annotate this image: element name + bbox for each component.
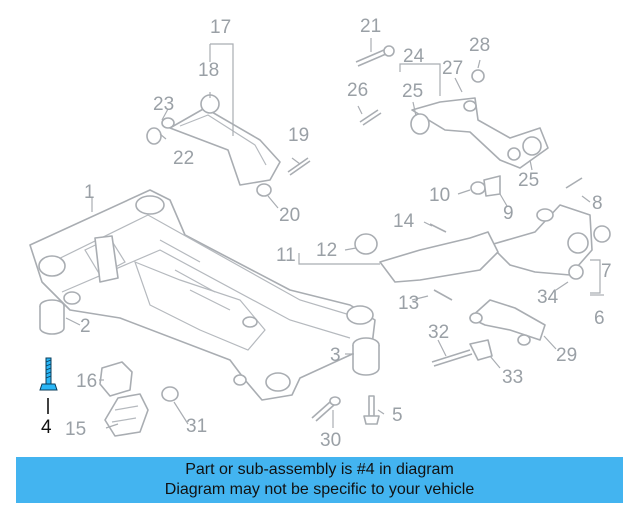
callout-2: 2 bbox=[80, 316, 91, 337]
callout-8: 8 bbox=[592, 193, 603, 214]
callout-24: 24 bbox=[403, 46, 425, 67]
bracket-15-drawing bbox=[104, 393, 149, 437]
bushing-3-drawing bbox=[352, 337, 380, 376]
callout-30: 30 bbox=[320, 430, 341, 451]
leader-lines bbox=[47, 38, 604, 429]
callout-14: 14 bbox=[393, 211, 415, 232]
arm-24-drawing bbox=[410, 69, 549, 169]
callout-32: 32 bbox=[428, 322, 449, 343]
mount-16-drawing bbox=[99, 361, 133, 397]
callout-27: 27 bbox=[442, 58, 463, 79]
bolt-26-drawing bbox=[359, 109, 382, 126]
callout-22: 22 bbox=[173, 148, 194, 169]
callout-21: 21 bbox=[360, 16, 381, 37]
callout-9: 9 bbox=[503, 203, 514, 224]
callout-7: 7 bbox=[601, 261, 612, 282]
callout-23: 23 bbox=[153, 94, 174, 115]
callout-26: 26 bbox=[347, 80, 368, 101]
arm-17-drawing bbox=[146, 94, 311, 197]
callout-18: 18 bbox=[198, 60, 219, 81]
bolt-5-drawing bbox=[363, 395, 380, 425]
arm-11-drawing bbox=[354, 223, 499, 283]
subframe-drawing bbox=[29, 189, 376, 401]
callout-3: 3 bbox=[330, 345, 341, 366]
bushing-2-drawing bbox=[39, 299, 65, 335]
callout-31: 31 bbox=[186, 416, 207, 437]
callout-29: 29 bbox=[556, 345, 577, 366]
callout-25a: 25 bbox=[402, 81, 423, 102]
callout-6: 6 bbox=[594, 308, 605, 329]
callout-34: 34 bbox=[537, 287, 559, 308]
knuckle-drawing bbox=[470, 175, 611, 280]
callout-4: 4 bbox=[41, 417, 52, 438]
callout-20: 20 bbox=[279, 205, 300, 226]
bolt-30-drawing bbox=[311, 396, 341, 422]
parts-diagram: 1 2 3 4 5 6 7 8 9 10 11 12 13 14 15 16 1… bbox=[29, 16, 612, 451]
callout-5: 5 bbox=[392, 405, 403, 426]
callout-19: 19 bbox=[288, 125, 309, 146]
bushing-31-drawing bbox=[161, 386, 179, 402]
callout-12: 12 bbox=[316, 240, 337, 261]
callout-15: 15 bbox=[65, 419, 86, 440]
bolt-21-drawing bbox=[355, 45, 395, 67]
callout-16: 16 bbox=[76, 371, 97, 392]
callout-labels: 1 2 3 4 5 6 7 8 9 10 11 12 13 14 15 16 1… bbox=[41, 16, 612, 451]
callout-33: 33 bbox=[502, 367, 523, 388]
bolt-4-highlighted-drawing bbox=[39, 357, 58, 391]
callout-1: 1 bbox=[84, 182, 95, 203]
link-29-drawing bbox=[431, 289, 546, 367]
banner-disclaimer: Diagram may not be specific to your vehi… bbox=[164, 481, 475, 498]
callout-11: 11 bbox=[276, 245, 296, 266]
callout-13: 13 bbox=[398, 293, 419, 314]
callout-17: 17 bbox=[210, 17, 231, 38]
info-banner: Part or sub-assembly is #4 in diagram Di… bbox=[16, 457, 623, 503]
callout-10: 10 bbox=[429, 185, 450, 206]
callout-28: 28 bbox=[469, 35, 490, 56]
banner-part-note: Part or sub-assembly is #4 in diagram bbox=[185, 461, 454, 478]
callout-25b: 25 bbox=[518, 170, 539, 191]
